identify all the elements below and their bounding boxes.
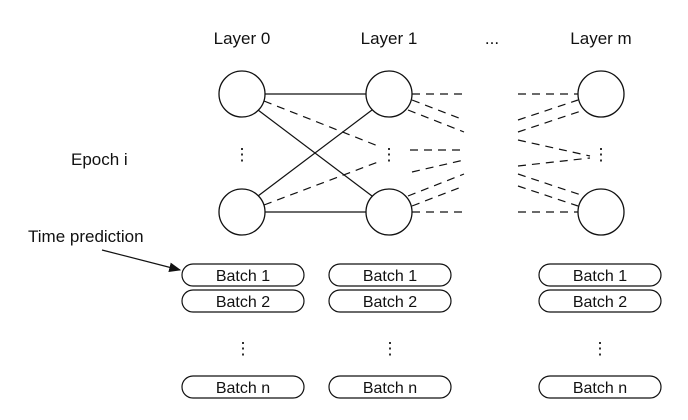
batch-column-layer1: Batch 1 Batch 2 ⋮ Batch n <box>328 263 452 399</box>
dashed-edge <box>263 100 379 147</box>
batch-1-label: Batch 1 <box>216 268 270 285</box>
batch-2-label: Batch 2 <box>216 294 270 311</box>
dashed-edge <box>517 139 591 157</box>
edge-bottom-top <box>257 109 373 197</box>
batch-ellipsis: ⋮ <box>382 339 399 358</box>
node-ellipsis-layer1: ⋮ <box>381 145 398 164</box>
dashed-edge <box>517 109 585 133</box>
batch-column-layer0: Batch 1 Batch 2 ⋮ Batch n <box>181 263 305 399</box>
time-prediction-arrow <box>101 249 182 272</box>
time-prediction-label: Time prediction <box>28 227 144 246</box>
batch-pill <box>328 289 452 313</box>
batch-pill <box>328 375 452 399</box>
batch-pill <box>328 263 452 287</box>
batch-2-label: Batch 2 <box>573 294 627 311</box>
batch-pill <box>538 289 662 313</box>
dashed-edges-layer0 <box>263 100 379 206</box>
dashed-edge <box>411 159 465 173</box>
dashed-edge <box>411 185 465 207</box>
batch-pill <box>181 375 305 399</box>
batch-n-label: Batch n <box>573 380 627 397</box>
batch-n-label: Batch n <box>216 380 270 397</box>
layer-1-label: Layer 1 <box>361 29 418 48</box>
batch-1-label: Batch 1 <box>573 268 627 285</box>
batch-pill <box>181 289 305 313</box>
batch-ellipsis: ⋮ <box>592 339 609 358</box>
batch-ellipsis: ⋮ <box>235 339 252 358</box>
batch-pill <box>538 375 662 399</box>
batch-column-layerm: Batch 1 Batch 2 ⋮ Batch n <box>538 263 662 399</box>
layer-0-label: Layer 0 <box>214 29 271 48</box>
dashed-edge <box>411 99 465 121</box>
dashed-edge <box>407 109 465 133</box>
batch-2-label: Batch 2 <box>363 294 417 311</box>
node-layer1-bottom <box>365 188 413 236</box>
node-layer0-top <box>218 70 266 118</box>
dashed-edges-layerm <box>517 93 591 213</box>
dashed-edges-layer1 <box>407 93 465 213</box>
layer-m-label: Layer m <box>570 29 631 48</box>
node-layerm-top <box>577 70 625 118</box>
batch-1-label: Batch 1 <box>363 268 417 285</box>
dashed-edge <box>263 161 379 206</box>
node-ellipsis-layer0: ⋮ <box>234 145 251 164</box>
dashed-edge <box>517 185 579 207</box>
node-layerm-bottom <box>577 188 625 236</box>
nodes <box>218 70 625 236</box>
node-ellipsis-layerm: ⋮ <box>593 145 610 164</box>
batch-pill <box>538 263 662 287</box>
layers-ellipsis: ... <box>485 29 499 48</box>
solid-edges <box>257 93 373 213</box>
dashed-edge <box>517 99 579 121</box>
node-layer1-top <box>365 70 413 118</box>
dashed-edge <box>517 173 585 197</box>
batch-pill <box>181 263 305 287</box>
epoch-label: Epoch i <box>71 150 128 169</box>
dashed-edge <box>517 157 591 167</box>
batch-n-label: Batch n <box>363 380 417 397</box>
dashed-edge <box>407 173 465 197</box>
node-layer0-bottom <box>218 188 266 236</box>
